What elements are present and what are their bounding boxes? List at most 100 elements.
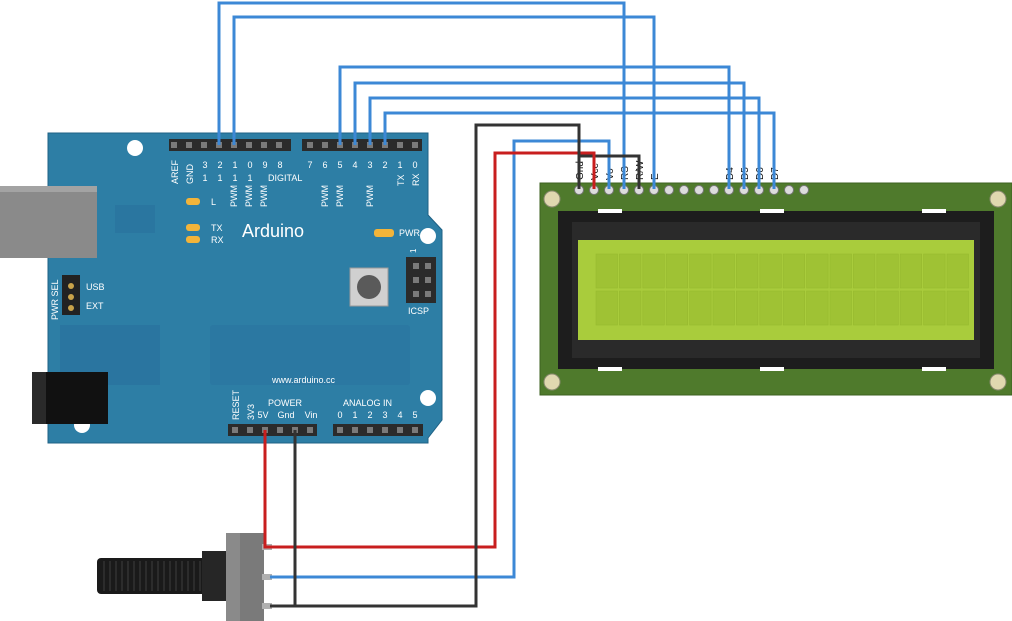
header-pin[interactable]: [247, 427, 253, 433]
icsp-pin[interactable]: [425, 263, 431, 269]
pin-label-analog: 3: [382, 410, 387, 420]
lcd-character-cell: [759, 290, 782, 326]
pot-nut: [202, 551, 226, 601]
icsp-pin[interactable]: [425, 277, 431, 283]
arduino-board: Arduino www.arduino.cc DIGITAL POWER ANA…: [0, 132, 443, 444]
pin-label-analog: 4: [397, 410, 402, 420]
pot-shaft[interactable]: [97, 558, 209, 594]
header-pin[interactable]: [382, 427, 388, 433]
lcd-character-cell: [595, 290, 618, 326]
pwm-label: PWM: [229, 185, 239, 207]
icsp-label: ICSP: [408, 306, 429, 316]
icsp-pin[interactable]: [413, 277, 419, 283]
pin-label-serial: RX: [411, 173, 421, 186]
lcd-header-pin[interactable]: [664, 185, 674, 195]
lcd-clip: [922, 367, 946, 371]
header-pin[interactable]: [322, 142, 328, 148]
icsp-pin[interactable]: [425, 291, 431, 297]
icsp-pin[interactable]: [413, 291, 419, 297]
header-pin[interactable]: [276, 142, 282, 148]
lcd-clip: [760, 367, 784, 371]
lcd-character-cell: [829, 290, 852, 326]
led-tx: [186, 224, 200, 231]
lcd-character-cell: [806, 253, 829, 289]
header-pin[interactable]: [412, 142, 418, 148]
lcd-character-cell: [946, 253, 969, 289]
pin-label-digital: 3: [202, 160, 207, 170]
digital-header-right: [302, 139, 422, 151]
pin-label-reset: RESET: [231, 389, 241, 420]
lcd-mounting-hole: [543, 190, 561, 208]
lcd-character-cell: [689, 253, 712, 289]
usb-connector-shade: [0, 186, 97, 192]
icsp-pins: [413, 263, 431, 297]
pin-label-analog: 1: [352, 410, 357, 420]
header-pin[interactable]: [397, 142, 403, 148]
icsp-header: [406, 257, 436, 303]
analog-header: [333, 424, 423, 436]
header-pin[interactable]: [367, 427, 373, 433]
lcd-character-cell: [619, 253, 642, 289]
pwm-label: PWM: [335, 185, 345, 207]
pin-label-digital: 3: [367, 160, 372, 170]
header-pin[interactable]: [171, 142, 177, 148]
pin-label-digital: 1: [232, 160, 237, 170]
pwm-label: PWM: [365, 185, 375, 207]
header-pin[interactable]: [232, 427, 238, 433]
header-pin[interactable]: [307, 427, 313, 433]
header-pin[interactable]: [277, 427, 283, 433]
header-pin[interactable]: [397, 427, 403, 433]
reset-button-cap[interactable]: [357, 275, 381, 299]
lcd-mounting-hole: [543, 373, 561, 391]
wire-gnd-to-pot: [270, 430, 297, 608]
lcd-character-cell: [712, 290, 735, 326]
header-pin[interactable]: [186, 142, 192, 148]
led-l: [186, 198, 200, 205]
board-pattern: [210, 325, 410, 385]
pin-label-digital: 5: [337, 160, 342, 170]
lcd-character-cell: [736, 290, 759, 326]
lcd-clip: [760, 209, 784, 213]
pot-body-back: [240, 533, 264, 621]
lcd-header-pin[interactable]: [709, 185, 719, 195]
pin-label-digital: 2: [382, 160, 387, 170]
led-l-label: L: [211, 197, 216, 207]
header-pin[interactable]: [261, 142, 267, 148]
wire-pin11-to-e: [232, 15, 656, 189]
header-pin[interactable]: [201, 142, 207, 148]
lcd-clip: [598, 367, 622, 371]
icsp-pin[interactable]: [413, 263, 419, 269]
lcd-character-cell: [946, 290, 969, 326]
lcd-character-cell: [899, 290, 923, 326]
wire-pin5-to-d4: [338, 65, 731, 189]
pin-label-digital: 9: [262, 160, 267, 170]
usb-connector: [0, 186, 97, 258]
lcd-header-pin[interactable]: [679, 185, 689, 195]
header-pin[interactable]: [337, 427, 343, 433]
header-pin[interactable]: [307, 142, 313, 148]
lcd-header-pin[interactable]: [784, 185, 794, 195]
power-header: [228, 424, 317, 436]
lcd-character-cell: [665, 253, 689, 289]
pin-label-analog: 2: [367, 410, 372, 420]
wires: [217, 1, 776, 608]
potentiometer[interactable]: [97, 533, 272, 621]
lcd-character-cell: [923, 253, 946, 289]
pin-label-analog: 5: [412, 410, 417, 420]
lcd-character-cell: [736, 253, 759, 289]
pot-shaft-knurl: [103, 561, 207, 591]
lcd-mounting-hole: [989, 373, 1007, 391]
jumper-pin: [68, 294, 74, 300]
lcd-character-cell: [853, 290, 876, 326]
led-tx-label: TX: [211, 223, 223, 233]
icsp-pin1-label: 1: [409, 248, 418, 253]
lcd-character-cell: [829, 253, 852, 289]
lcd-header-pin[interactable]: [694, 185, 704, 195]
header-pin[interactable]: [352, 427, 358, 433]
header-pin[interactable]: [412, 427, 418, 433]
pin-label-gnd: Gnd: [277, 410, 294, 420]
lcd-header-pin[interactable]: [799, 185, 809, 195]
header-pin[interactable]: [246, 142, 252, 148]
wire-5v-to-vcc: [265, 151, 596, 549]
